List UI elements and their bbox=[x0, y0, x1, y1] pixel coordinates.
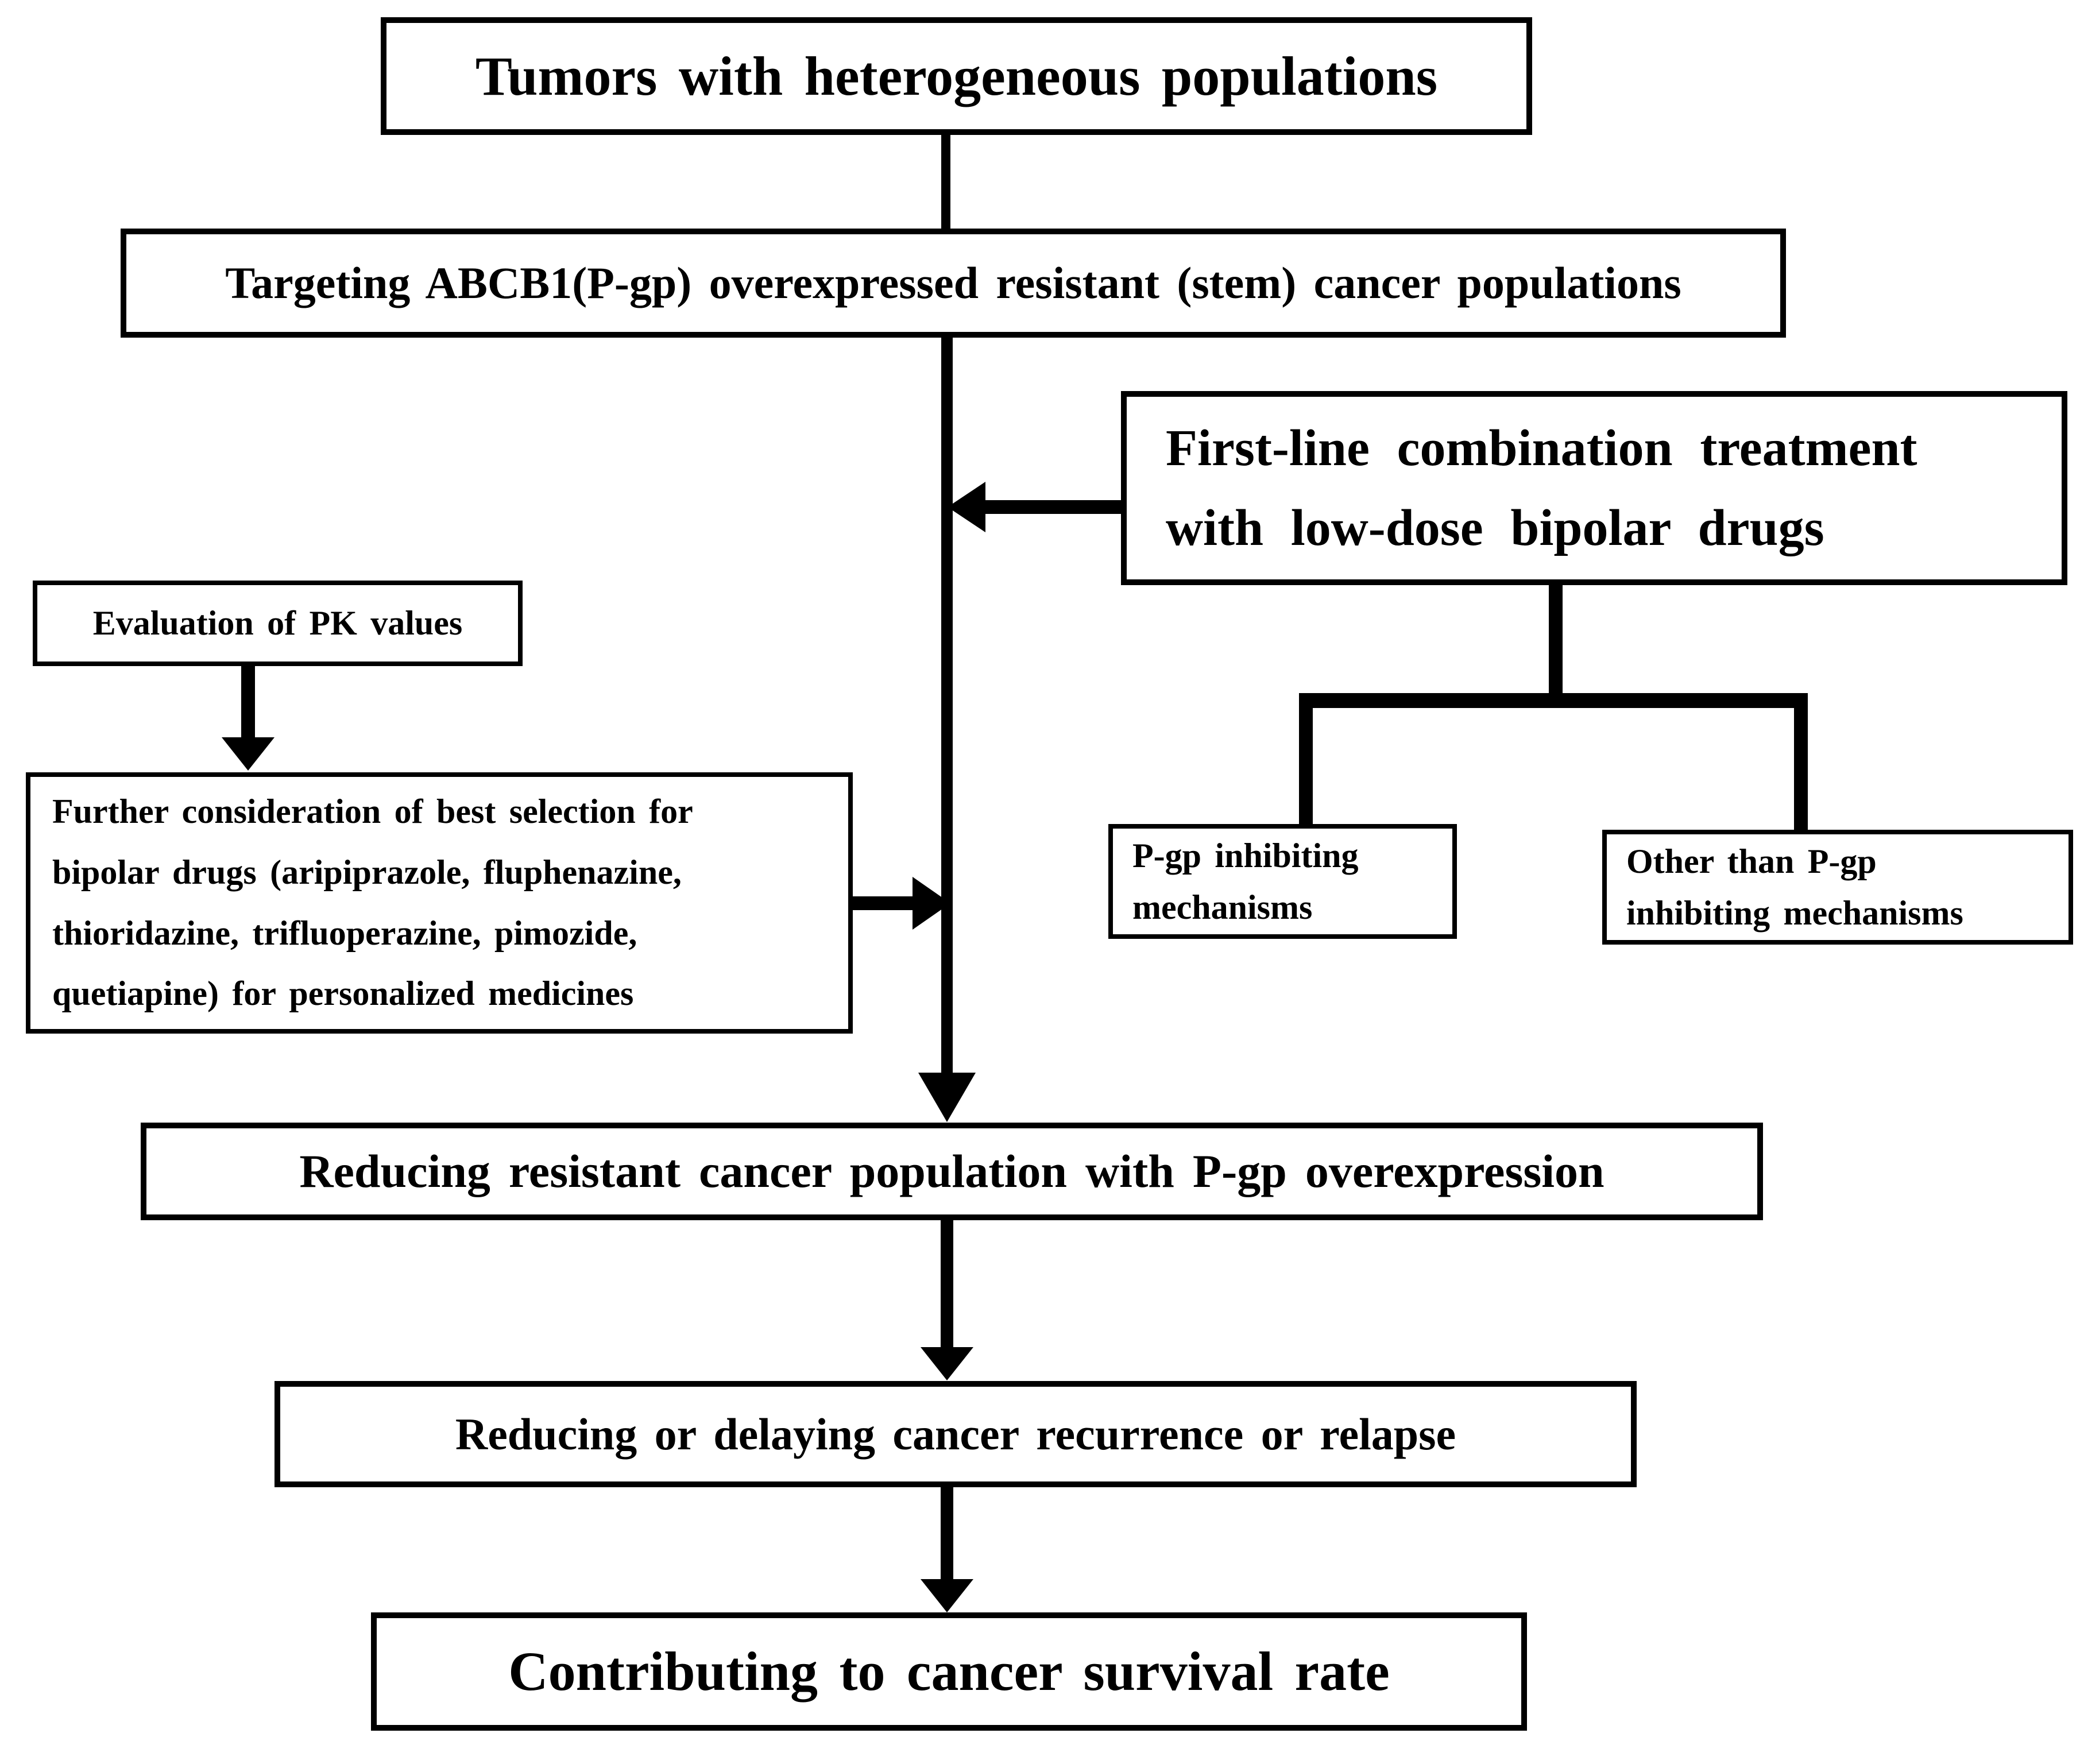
connector-further-arrow-shaft bbox=[852, 896, 916, 910]
node-pgp-inhibiting-label: P-gp inhibiting mechanisms bbox=[1132, 837, 1359, 926]
node-reducing-population: Reducing resistant cancer population wit… bbox=[141, 1123, 1763, 1220]
arrowhead-evaluation-into-further bbox=[222, 737, 275, 771]
node-other-than-pgp-label: Other than P-gp inhibiting mechanisms bbox=[1626, 842, 1963, 932]
node-reducing-population-label: Reducing resistant cancer population wit… bbox=[299, 1144, 1605, 1197]
node-evaluation-pk-label: Evaluation of PK values bbox=[92, 604, 463, 642]
connector-branch-horizontal bbox=[1299, 693, 1808, 708]
node-further-consideration-label: Further consideration of best selection … bbox=[52, 792, 693, 1013]
connector-main-vertical bbox=[941, 338, 953, 1074]
node-evaluation-pk: Evaluation of PK values bbox=[33, 581, 523, 666]
connector-branch-left-drop bbox=[1299, 693, 1313, 825]
node-first-line-treatment: First-line combination treatment with lo… bbox=[1121, 391, 2067, 585]
connector-firstline-arrow-shaft bbox=[982, 500, 1123, 514]
connector-branch-right-drop bbox=[1794, 693, 1808, 831]
arrowhead-further-into-main bbox=[913, 877, 950, 930]
node-contributing: Contributing to cancer survival rate bbox=[371, 1612, 1527, 1731]
node-first-line-treatment-label: First-line combination treatment with lo… bbox=[1166, 419, 1917, 557]
arrowhead-into-reducing-recurrence bbox=[921, 1347, 973, 1380]
node-pgp-inhibiting: P-gp inhibiting mechanisms bbox=[1108, 824, 1457, 939]
connector-tumors-to-targeting bbox=[941, 135, 950, 230]
connector-reducing1-to-reducing2 bbox=[941, 1220, 953, 1349]
connector-evaluation-arrow-shaft bbox=[241, 665, 255, 738]
node-contributing-label: Contributing to cancer survival rate bbox=[508, 1641, 1390, 1702]
node-reducing-recurrence: Reducing or delaying cancer recurrence o… bbox=[275, 1381, 1637, 1487]
connector-firstline-branch-stem bbox=[1549, 585, 1563, 707]
arrowhead-firstline-into-main bbox=[948, 482, 985, 532]
node-tumors-label: Tumors with heterogeneous populations bbox=[475, 45, 1438, 107]
node-further-consideration: Further consideration of best selection … bbox=[26, 772, 853, 1034]
arrowhead-main-into-reducing-population bbox=[918, 1073, 976, 1122]
connector-reducing2-to-contributing bbox=[941, 1487, 953, 1580]
node-tumors: Tumors with heterogeneous populations bbox=[381, 17, 1532, 135]
node-targeting: Targeting ABCB1(P-gp) overexpressed resi… bbox=[121, 229, 1786, 338]
arrowhead-into-contributing bbox=[921, 1579, 973, 1612]
node-other-than-pgp: Other than P-gp inhibiting mechanisms bbox=[1602, 830, 2073, 945]
node-reducing-recurrence-label: Reducing or delaying cancer recurrence o… bbox=[455, 1409, 1456, 1459]
node-targeting-label: Targeting ABCB1(P-gp) overexpressed resi… bbox=[225, 258, 1681, 308]
